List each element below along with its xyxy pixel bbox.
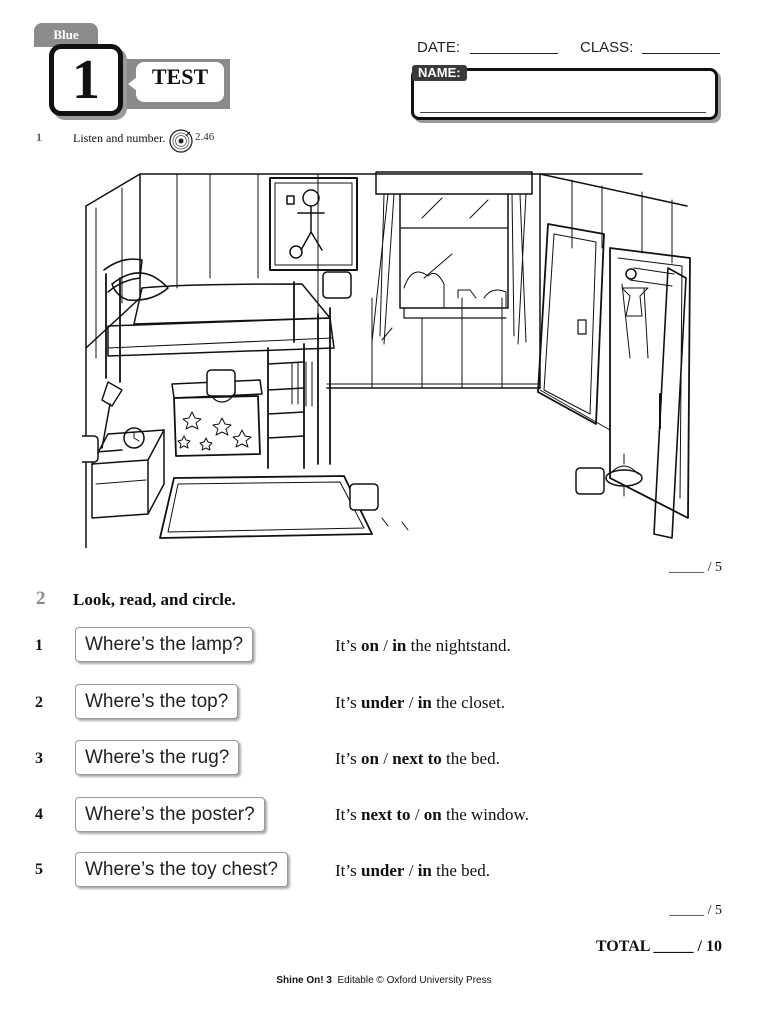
footer: Shine On! 3 Editable © Oxford University… [0,975,768,986]
exercise-1-number: 1 [36,130,42,144]
question-box: Where’s the toy chest? [75,852,288,887]
date-line[interactable] [470,53,558,54]
footer-copyright: Editable © Oxford University Press [337,975,492,986]
unit-number: 1 [49,44,123,116]
option-1[interactable]: under [360,861,405,880]
test-pointer [128,77,137,91]
name-field[interactable] [411,68,718,120]
question-box: Where’s the poster? [75,797,265,832]
exercise-1-score: _____ / 5 [669,560,722,575]
name-label: NAME: [412,65,467,81]
exercise-2-number: 2 [36,588,46,609]
option-2[interactable]: next to [392,749,442,768]
exercise-2-instruction: Look, read, and circle. [73,590,236,609]
question-number: 3 [35,750,43,767]
option-1[interactable]: next to [360,805,411,824]
class-label: CLASS: [580,39,634,56]
question-number: 4 [35,806,43,823]
question-box: Where’s the rug? [75,740,240,775]
test-label: TEST [136,62,224,102]
exercise-1-instruction: Listen and number. [73,131,166,145]
answer-sentence: It’s next to / on the window. [335,805,529,824]
question-box: Where’s the top? [75,684,239,719]
answer-sentence: It’s under / in the closet. [335,693,506,712]
option-1[interactable]: on [360,749,379,768]
question-number: 1 [35,637,43,654]
answer-sentence: It’s under / in the bed. [335,861,490,880]
name-line [420,112,706,113]
date-label: DATE: [417,39,461,56]
class-line[interactable] [642,53,720,54]
option-2[interactable]: in [417,861,432,880]
option-2[interactable]: in [417,693,432,712]
question-number: 2 [35,694,43,711]
option-1[interactable]: on [360,636,379,655]
track-number: 2.46 [195,131,215,143]
bedroom-illustration [82,171,691,548]
answer-sentence: It’s on / in the nightstand. [335,636,511,655]
option-2[interactable]: in [392,636,407,655]
option-2[interactable]: on [423,805,442,824]
answer-sentence: It’s on / next to the bed. [335,749,500,768]
question-box: Where’s the lamp? [75,627,254,662]
cd-icon[interactable] [169,129,193,153]
total-score: TOTAL _____ / 10 [595,938,722,955]
exercise-2-score: _____ / 5 [669,903,722,918]
question-number: 5 [35,861,43,878]
level-tag: Blue [34,23,98,47]
footer-brand: Shine On! 3 [276,975,332,986]
option-1[interactable]: under [360,693,405,712]
